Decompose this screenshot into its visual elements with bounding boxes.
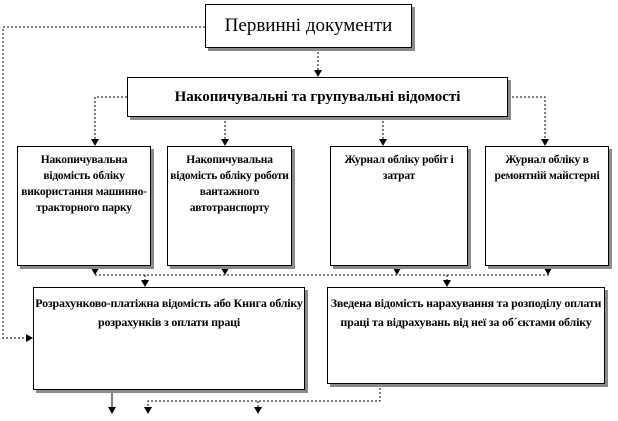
arrowhead-ledger-2-down (221, 268, 229, 275)
ledger-box-machine-tractor: Накопичувальна відомість обліку використ… (17, 146, 151, 266)
ledger-label: Накопичувальна відомість обліку використ… (21, 154, 147, 214)
summary-distribution-box: Зведена відомість нарахування та розподі… (327, 287, 605, 384)
arrowhead-ledger-2 (221, 139, 229, 146)
arrowhead-ledger-4 (541, 139, 549, 146)
arrowhead-ledger-1-down (91, 268, 99, 275)
ledger-box-freight-transport: Накопичувальна відомість обліку роботи в… (167, 146, 292, 266)
arrowhead-ledger-3 (379, 139, 387, 146)
summary-distribution-label: Зведена відомість нарахування та розподі… (330, 296, 602, 329)
ledger-label: Журнал обліку в ремонтній майстерні (494, 154, 600, 182)
primary-documents-box: Первинні документи (205, 4, 412, 48)
arrowhead-output-3 (254, 407, 262, 414)
arrowhead-bypass-left (26, 334, 33, 342)
arrowhead-grouping (314, 70, 322, 77)
connector-bypass-left (2, 26, 205, 339)
grouping-statements-box: Накопичувальні та групувальні відомості (127, 77, 508, 117)
arrowhead-summary-2 (443, 280, 451, 287)
ledger-box-works-costs: Журнал обліку робіт і затрат (330, 146, 468, 266)
primary-documents-label: Первинні документи (224, 15, 393, 36)
arrowhead-output-1 (108, 407, 116, 414)
connector-summary-2-output (147, 384, 381, 408)
arrowhead-ledger-3-down (393, 268, 401, 275)
arrowhead-output-2 (144, 407, 152, 414)
grouping-statements-label: Накопичувальні та групувальні відомості (174, 88, 461, 105)
payroll-statement-box: Розрахунково-платіжна відомість або Книг… (33, 287, 305, 390)
arrowhead-ledger-4-down (544, 268, 552, 275)
payroll-statement-label: Розрахунково-платіжна відомість або Книг… (35, 296, 303, 329)
arrowhead-summary-1 (141, 280, 149, 287)
ledger-label: Накопичувальна відомість обліку роботи в… (170, 154, 289, 214)
ledger-box-repair-shop: Журнал обліку в ремонтній майстерні (485, 146, 609, 266)
connector-grouping-to-ledger-4 (508, 96, 546, 140)
arrowhead-ledger-1 (91, 139, 99, 146)
connector-grouping-to-ledger-1 (94, 96, 127, 140)
ledger-label: Журнал обліку робіт і затрат (344, 154, 454, 182)
